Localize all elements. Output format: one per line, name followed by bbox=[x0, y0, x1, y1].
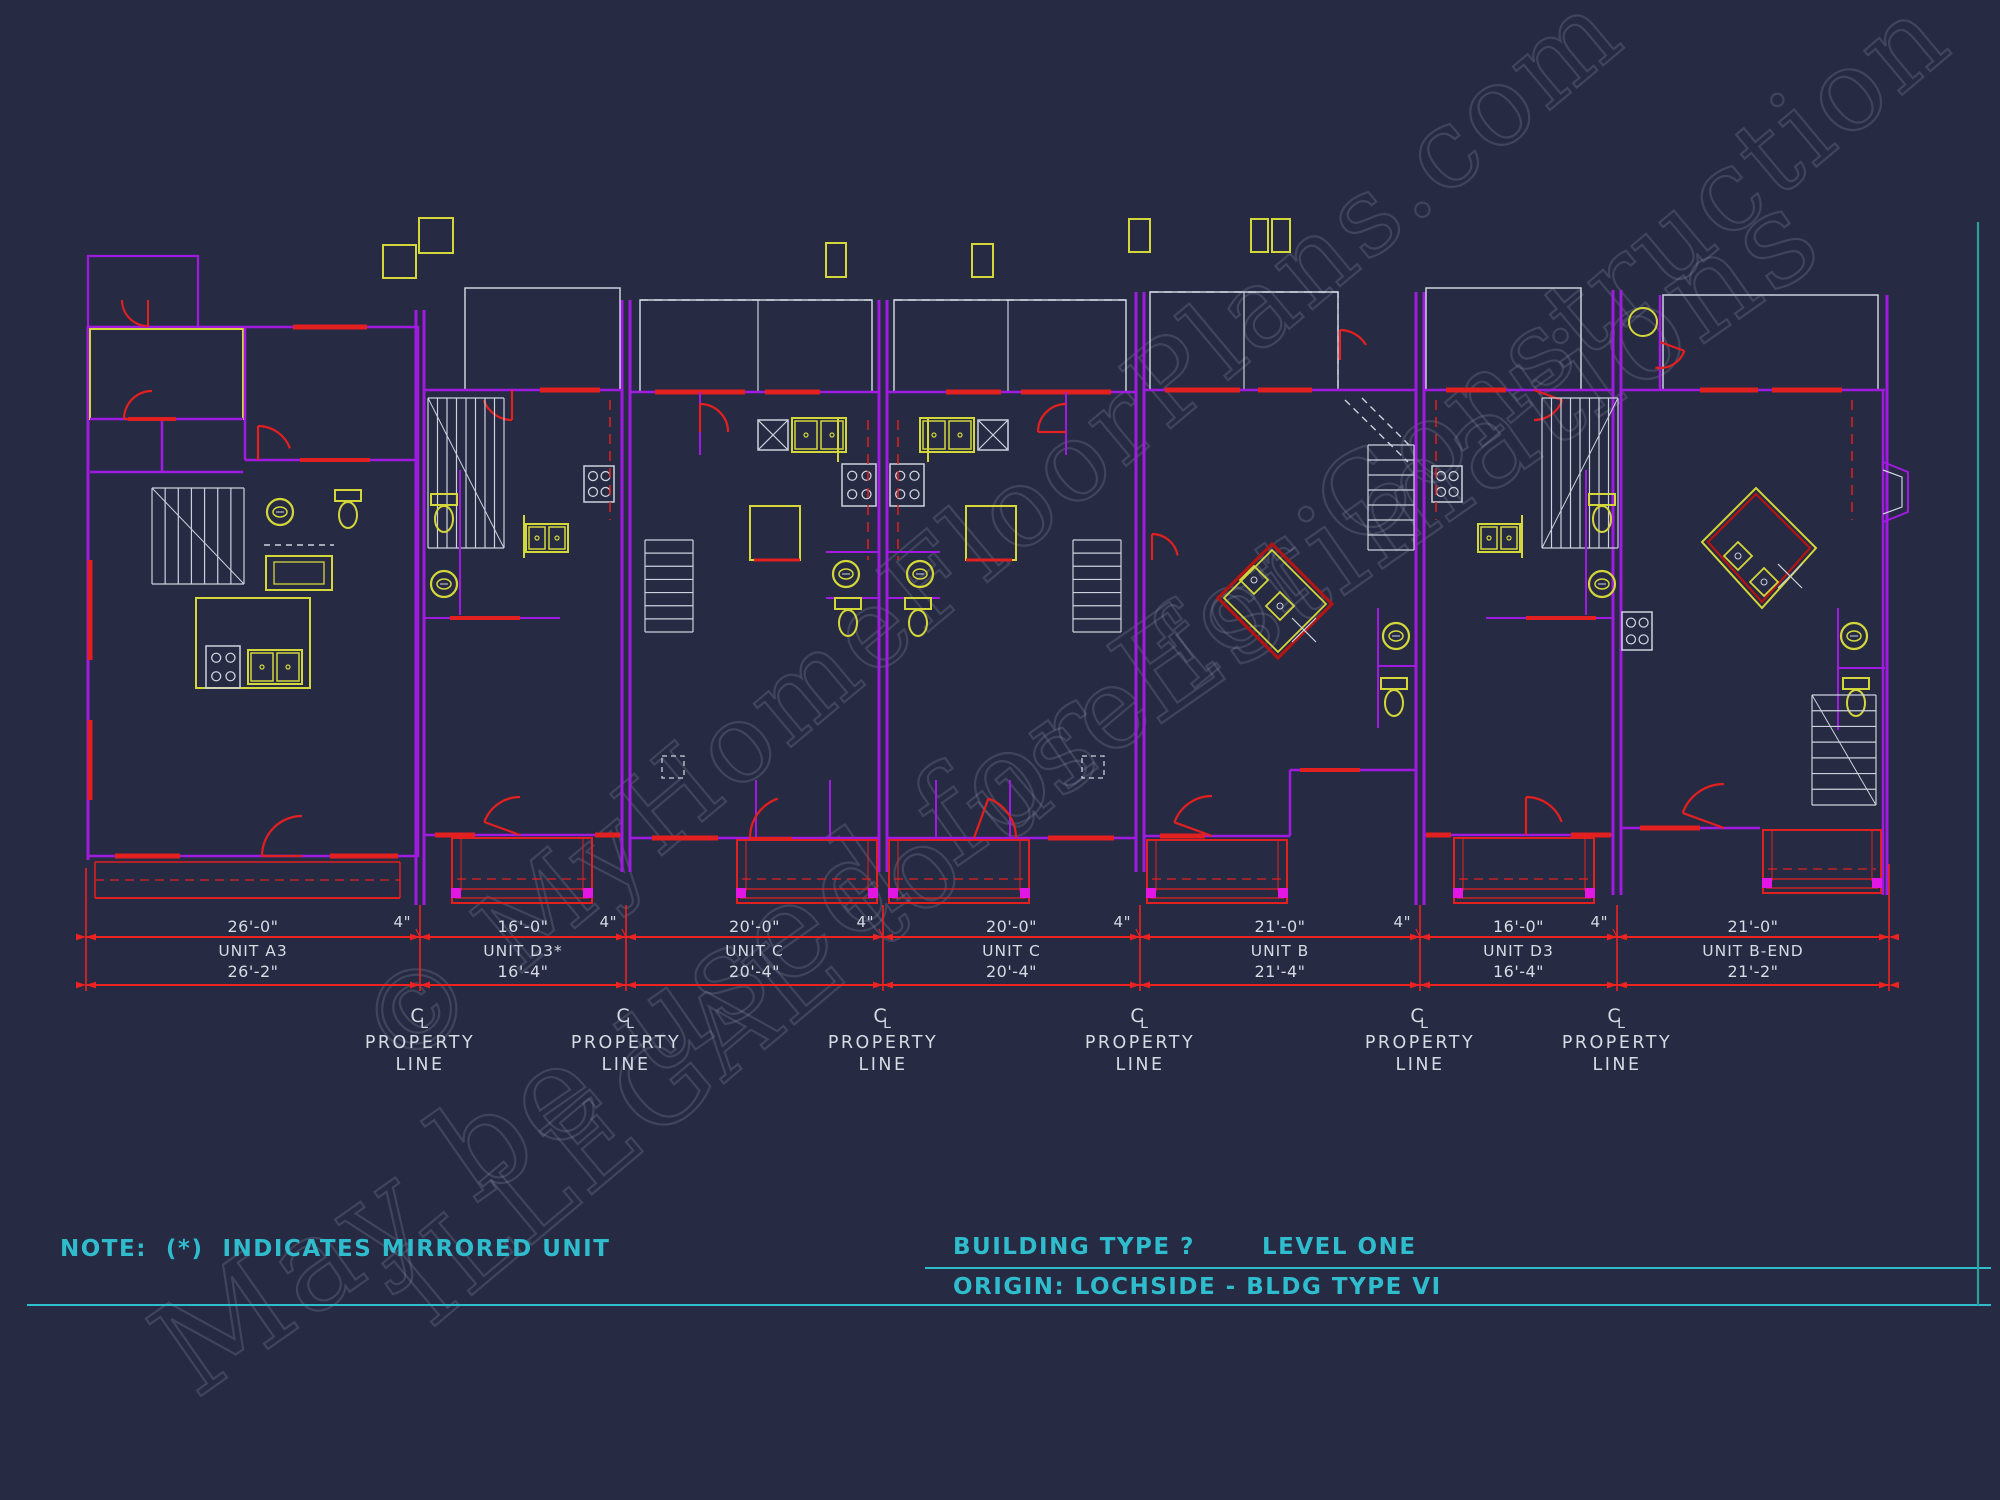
centerline-symbol-c: C bbox=[1410, 1005, 1423, 1027]
centerline-symbol-c: C bbox=[1607, 1005, 1620, 1027]
dim-overall-text: 21'-4" bbox=[1254, 962, 1305, 981]
centerline-symbol-c: C bbox=[616, 1005, 629, 1027]
unit-label: UNIT A3 bbox=[218, 942, 287, 960]
level-label: LEVEL ONE bbox=[1262, 1234, 1417, 1260]
dim-width-text: 26'-0" bbox=[227, 917, 278, 936]
centerline-symbol-l: L bbox=[626, 1016, 634, 1032]
dim-overall-text: 26'-2" bbox=[227, 962, 278, 981]
dim-width-text: 20'-0" bbox=[729, 917, 780, 936]
property-line-label-bottom: LINE bbox=[601, 1055, 650, 1075]
dim-width-text: 21'-0" bbox=[1254, 917, 1305, 936]
dim-width-text: 16'-0" bbox=[497, 917, 548, 936]
centerline-symbol-l: L bbox=[420, 1016, 428, 1032]
unit-label: UNIT C bbox=[982, 942, 1041, 960]
centerline-symbol-l: L bbox=[1140, 1016, 1148, 1032]
party-wall-offset-label: 4" bbox=[1591, 913, 1608, 931]
centerline-symbol-l: L bbox=[1420, 1016, 1428, 1032]
centerline-symbol-c: C bbox=[1130, 1005, 1143, 1027]
mirrored-unit-note: NOTE: (*) INDICATES MIRRORED UNIT bbox=[60, 1236, 611, 1262]
centerline-symbol-l: L bbox=[1617, 1016, 1625, 1032]
unit-label: UNIT D3 bbox=[1483, 942, 1554, 960]
centerline-symbol-c: C bbox=[410, 1005, 423, 1027]
party-wall-offset-label: 4" bbox=[1114, 913, 1131, 931]
building-type-label: BUILDING TYPE ? bbox=[953, 1234, 1195, 1260]
property-line-label-top: PROPERTY bbox=[571, 1033, 681, 1053]
dim-width-text: 16'-0" bbox=[1493, 917, 1544, 936]
floor-plan-layer bbox=[86, 217, 1909, 905]
property-line-label-top: PROPERTY bbox=[365, 1033, 475, 1053]
dimension-strip: 26'-0" UNIT A3 26'-2" 16'-0" UNIT D3* 16'-4" 2… bbox=[76, 864, 1899, 991]
unit-label: UNIT B bbox=[1251, 942, 1310, 960]
dim-overall-text: 21'-2" bbox=[1727, 962, 1778, 981]
property-line-label-bottom: LINE bbox=[1592, 1055, 1641, 1075]
property-line-label-top: PROPERTY bbox=[1562, 1033, 1672, 1053]
dim-width-text: 21'-0" bbox=[1727, 917, 1778, 936]
property-line-label-top: PROPERTY bbox=[1085, 1033, 1195, 1053]
property-line-labels: CLPROPERTYLINECLPROPERTYLINECLPROPERTYLI… bbox=[365, 1005, 1672, 1075]
unit-label: UNIT B-END bbox=[1702, 942, 1803, 960]
property-line-label-bottom: LINE bbox=[395, 1055, 444, 1075]
centerline-symbol-c: C bbox=[873, 1005, 886, 1027]
sheet-frame bbox=[27, 222, 1991, 1306]
property-line-label-bottom: LINE bbox=[858, 1055, 907, 1075]
dim-width-text: 20'-0" bbox=[986, 917, 1037, 936]
dim-overall-text: 20'-4" bbox=[986, 962, 1037, 981]
party-wall-offset-label: 4" bbox=[857, 913, 874, 931]
dim-overall-text: 16'-4" bbox=[497, 962, 548, 981]
party-wall-offset-label: 4" bbox=[394, 913, 411, 931]
unit-label: UNIT D3* bbox=[483, 942, 562, 960]
property-line-label-bottom: LINE bbox=[1395, 1055, 1444, 1075]
property-line-label-bottom: LINE bbox=[1115, 1055, 1164, 1075]
origin-label: ORIGIN: LOCHSIDE - BLDG TYPE VI bbox=[953, 1274, 1442, 1300]
party-wall-offset-label: 4" bbox=[1394, 913, 1411, 931]
centerline-symbol-l: L bbox=[883, 1016, 891, 1032]
dim-overall-text: 16'-4" bbox=[1493, 962, 1544, 981]
unit-label: UNIT C bbox=[725, 942, 784, 960]
property-line-label-top: PROPERTY bbox=[1365, 1033, 1475, 1053]
party-wall-offset-label: 4" bbox=[600, 913, 617, 931]
property-line-label-top: PROPERTY bbox=[828, 1033, 938, 1053]
dim-overall-text: 20'-4" bbox=[729, 962, 780, 981]
